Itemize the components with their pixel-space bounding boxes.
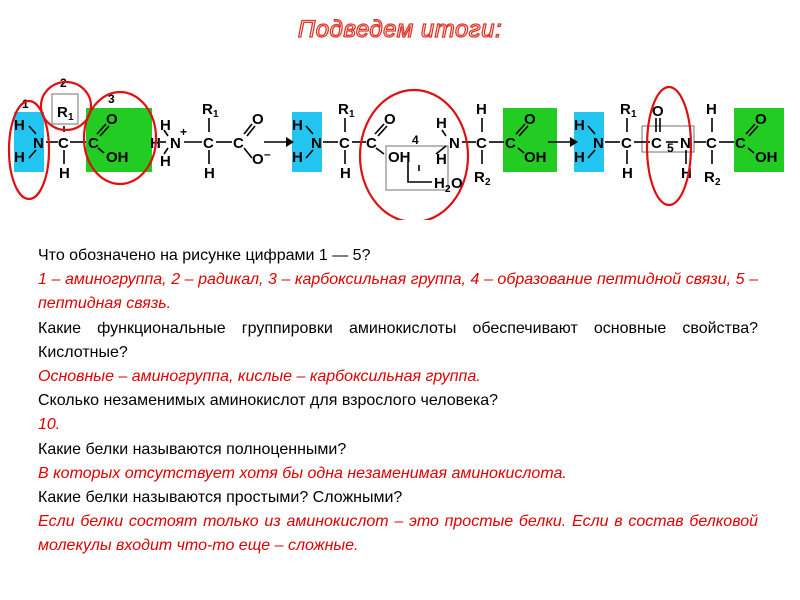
amino-group-box-3 xyxy=(574,112,604,172)
circle-peptide-bond-formation xyxy=(358,88,470,220)
label-1: 1 xyxy=(22,97,29,111)
atom-text: N xyxy=(680,135,691,152)
atom-text: 1 xyxy=(213,109,219,120)
atom-text: O xyxy=(524,111,536,128)
answer-3: 10. xyxy=(38,416,61,434)
atom-text: OH xyxy=(106,149,129,166)
answer-1: 1 – аминогруппа, 2 – радикал, 3 – карбок… xyxy=(38,271,758,313)
atom-text: H xyxy=(160,117,171,134)
atom-text: 1 xyxy=(68,112,74,123)
atom-text: O xyxy=(106,111,118,128)
qa-section: Что обозначено на рисунке цифрами 1 — 5?… xyxy=(38,244,758,559)
atom-text: O xyxy=(384,111,396,128)
atom-text: + xyxy=(180,125,187,139)
atom-text: C xyxy=(621,135,632,152)
atom-text: H xyxy=(292,117,303,134)
atom-text: H xyxy=(622,165,633,182)
atom-text: 2 xyxy=(715,177,721,188)
atom-text: H xyxy=(292,149,303,166)
atom-text: R xyxy=(474,169,485,186)
atom-text: 2 xyxy=(445,184,451,195)
atom-text: H xyxy=(706,101,717,118)
answer-2: Основные – аминогруппа, кислые – карбокс… xyxy=(38,368,481,386)
atom-text: H xyxy=(681,165,692,182)
atom-text: C xyxy=(706,135,717,152)
atom-text: OH xyxy=(388,149,411,166)
atom-text: N xyxy=(593,135,604,152)
atom-text: 1 xyxy=(631,109,637,120)
circle-carboxyl-group xyxy=(82,90,158,186)
label-5: 5 xyxy=(667,141,674,155)
atom-text: O xyxy=(755,111,767,128)
label-4: 4 xyxy=(412,133,419,147)
atom-text: O xyxy=(652,103,664,120)
amino-acid-diagram: H H N C R H C O OH H H H N + C R H C O O… xyxy=(7,76,784,220)
atom-text: R xyxy=(338,101,349,118)
atom-text: C xyxy=(366,135,377,152)
atom-text: N xyxy=(170,135,181,152)
circle-amino-group xyxy=(7,99,51,201)
atom-text: O xyxy=(252,111,264,128)
atom-text: C xyxy=(203,135,214,152)
radical-box xyxy=(51,93,79,125)
label-3: 3 xyxy=(108,92,115,106)
atom-text: C xyxy=(735,135,746,152)
atom-text: R xyxy=(202,101,213,118)
question-1: Что обозначено на рисунке цифрами 1 — 5? xyxy=(38,247,371,264)
atom-text: R xyxy=(704,169,715,186)
atom-text: H xyxy=(574,117,585,134)
atom-text: H xyxy=(160,153,171,170)
question-3: Сколько незаменимых аминокислот для взро… xyxy=(38,392,499,410)
atom-text: H xyxy=(14,149,25,166)
carboxyl-group-box-2 xyxy=(503,108,557,172)
question-5: Какие белки называются простыми? Сложным… xyxy=(38,489,403,507)
answer-4: В которых отсутствует хотя бы одна незам… xyxy=(38,464,567,482)
atom-text: OH xyxy=(524,149,547,166)
atom-text: N xyxy=(311,135,322,152)
atom-text: 1 xyxy=(349,109,355,120)
carboxyl-group-box-1 xyxy=(86,108,152,172)
atom-text: C xyxy=(88,135,99,152)
atom-text: C xyxy=(651,135,662,152)
atom-text: N xyxy=(449,135,460,152)
atom-text: 2 xyxy=(485,177,491,188)
water-box xyxy=(385,145,449,191)
atom-text: C xyxy=(476,135,487,152)
atom-text: H xyxy=(59,165,70,182)
answer-5: Если белки состоят только из аминокислот… xyxy=(38,513,758,555)
peptide-bond-box xyxy=(641,125,695,153)
atom-text: OH xyxy=(755,149,778,166)
atom-text: C xyxy=(233,135,244,152)
circle-radical xyxy=(39,80,93,132)
atom-text: H xyxy=(436,115,447,132)
page-title: Подведем итоги: xyxy=(297,15,503,43)
circle-peptide-bond xyxy=(645,85,693,207)
amino-group-box-1 xyxy=(14,112,44,172)
atom-text: H xyxy=(476,101,487,118)
atom-text: H xyxy=(204,165,215,182)
atom-text: H xyxy=(574,149,585,166)
atom-text: H xyxy=(14,117,25,134)
amino-group-box-2 xyxy=(292,112,322,172)
carboxyl-group-box-3 xyxy=(734,108,784,172)
atom-text: R xyxy=(620,101,631,118)
atom-text: H xyxy=(436,151,447,168)
atom-text: H xyxy=(340,165,351,182)
atom-text: O xyxy=(252,151,264,168)
atom-text: C xyxy=(339,135,350,152)
atom-text: N xyxy=(33,135,44,152)
atom-text: R xyxy=(57,104,68,121)
question-4: Какие белки называются полноценными? xyxy=(38,440,347,458)
atom-text: O xyxy=(451,175,463,192)
atom-text: C xyxy=(505,135,516,152)
atom-text: – xyxy=(264,147,271,161)
atom-text: H xyxy=(434,175,445,192)
atom-text: C xyxy=(58,135,69,152)
question-2: Какие функциональные группировки аминоки… xyxy=(38,319,758,361)
